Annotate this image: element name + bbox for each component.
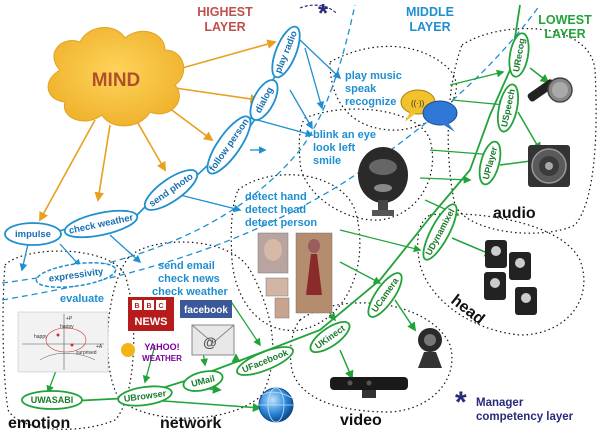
node-uplayer: UPlayer <box>478 140 502 186</box>
middle-to-low-arrows <box>46 69 507 394</box>
node-ufacebook: UFacebook <box>236 346 294 376</box>
highest-layer-label-2: LAYER <box>204 20 245 34</box>
svg-text:impulse: impulse <box>15 229 51 240</box>
node-ucamera: UCamera <box>367 272 403 318</box>
node-umail: UMail <box>182 370 224 392</box>
svg-text:send email: send email <box>158 260 215 272</box>
node-send-photo: send photo <box>143 169 199 211</box>
mind-arrows <box>39 39 277 222</box>
motor-icons <box>484 240 537 315</box>
high-to-middle-arrows <box>19 39 342 272</box>
svg-text:B: B <box>146 303 151 310</box>
kinect-icon <box>330 377 408 398</box>
node-uspeech: USpeech <box>496 83 520 133</box>
low-device-arrows <box>149 67 550 412</box>
svg-text:surprised: surprised <box>76 350 97 356</box>
svg-text:happy: happy <box>60 324 74 330</box>
lowest-layer-label-2: LAYER <box>544 27 585 41</box>
blink-outline <box>298 108 434 221</box>
node-impulse: impulse <box>4 222 62 246</box>
group-emotion: emotion <box>8 415 70 432</box>
legend-text-2: competency layer <box>476 411 574 423</box>
head-outline <box>417 213 585 336</box>
svg-text:((·)): ((·)) <box>411 99 425 108</box>
svg-text:NEWS: NEWS <box>135 316 168 328</box>
mind-cloud: MIND <box>47 26 185 127</box>
group-network: network <box>160 415 221 432</box>
svg-text:play music: play music <box>345 70 402 82</box>
facebook-logo: facebook <box>180 300 232 318</box>
bbc-news-logo: B B C NEWS <box>128 297 174 331</box>
svg-text:+A: +A <box>96 344 103 350</box>
node-urecog: URecog <box>508 32 530 78</box>
svg-text:check news: check news <box>158 273 220 285</box>
low-nodes: URecog USpeech UPlayer UDynamixel UCamer… <box>21 32 530 410</box>
evaluate-label: evaluate <box>60 293 104 305</box>
svg-text:facebook: facebook <box>184 305 228 316</box>
music-behaviors: play music speak recognize <box>345 70 402 108</box>
lowest-layer-boundary <box>1 4 541 301</box>
detect-outline <box>230 174 361 332</box>
mind-label: MIND <box>92 70 141 91</box>
email-behaviors: send email check news check weather <box>152 260 229 298</box>
lowest-layer-label-1: LOWEST <box>538 13 592 27</box>
node-dialog: dialog <box>249 79 279 121</box>
group-audio: audio <box>493 205 536 222</box>
expressivity-node: expressivity <box>35 262 117 288</box>
node-udynamixel: UDynamixel <box>422 203 458 261</box>
svg-text:smile: smile <box>313 155 341 167</box>
svg-text:follow person: follow person <box>207 117 252 174</box>
svg-text:YAHOO!: YAHOO! <box>144 342 179 352</box>
legend-text-1: Manager <box>476 397 524 409</box>
webcam-icon <box>418 328 442 368</box>
svg-text:detect person: detect person <box>245 217 317 229</box>
svg-text:blink an eye: blink an eye <box>313 129 376 141</box>
blink-behaviors: blink an eye look left smile <box>313 129 376 167</box>
legend: * Manager competency layer <box>455 386 574 423</box>
manager-star-top: * <box>318 0 329 28</box>
microphone-icon <box>527 77 573 103</box>
detection-photos <box>257 232 333 319</box>
node-check-weather: check weather <box>63 209 139 239</box>
svg-text:detect hand: detect hand <box>245 191 307 203</box>
middle-layer-label-1: MIDDLE <box>406 5 454 19</box>
detect-behaviors: detect hand detect head detect person <box>245 191 317 229</box>
node-uwasabi: UWASABI <box>21 390 83 410</box>
group-outlines <box>2 28 597 430</box>
globe-icon <box>258 387 294 423</box>
group-video: video <box>340 412 382 429</box>
middle-layer-label-2: LAYER <box>409 20 450 34</box>
svg-text:C: C <box>158 303 163 310</box>
emotion-chart-image: +P happy happy surprised +A <box>17 311 109 373</box>
svg-text:recognize: recognize <box>345 96 396 108</box>
legend-star: * <box>455 386 467 419</box>
node-play-radio: play radio <box>271 25 301 79</box>
svg-text:@: @ <box>203 334 217 350</box>
speaker-icon <box>528 145 570 187</box>
node-ubrowser: UBrowser <box>117 385 173 407</box>
svg-text:check weather: check weather <box>152 286 229 298</box>
svg-text:+P: +P <box>66 316 73 322</box>
svg-text:happy: happy <box>34 334 48 340</box>
mail-icon: @ <box>191 324 235 356</box>
svg-text:look left: look left <box>313 142 356 154</box>
highest-layer-label-1: HIGHEST <box>197 5 253 19</box>
svg-text:UWASABI: UWASABI <box>31 395 74 405</box>
yahoo-weather-logo: YAHOO! WEATHER <box>121 342 182 363</box>
speech-bubbles-icon: ((·)) <box>400 89 458 132</box>
group-head: head <box>448 292 488 328</box>
robot-head-icon <box>358 147 408 216</box>
emotion-outline <box>2 250 135 430</box>
svg-text:WEATHER: WEATHER <box>142 354 182 363</box>
star-arc <box>299 4 338 15</box>
svg-text:B: B <box>134 303 139 310</box>
svg-text:speak: speak <box>345 83 377 95</box>
node-follow-person: follow person <box>206 115 252 175</box>
audio-outline <box>447 28 597 234</box>
svg-text:detect head: detect head <box>245 204 306 216</box>
